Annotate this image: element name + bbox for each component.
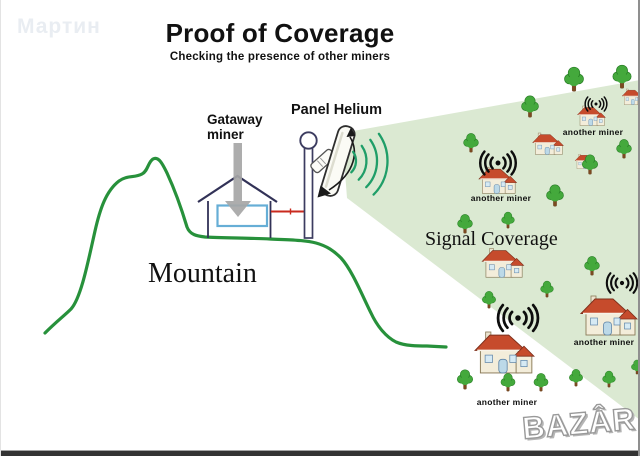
mountain-curve [43, 156, 448, 349]
bottom-border [0, 451, 640, 456]
signal-coverage-label: Signal Coverage [425, 228, 558, 250]
tree-icon [533, 373, 549, 392]
another-miner-label: another miner [573, 336, 635, 347]
gateway-arrow-icon [225, 143, 251, 217]
miner-house [474, 331, 535, 374]
page-title: Proof of Coverage [165, 18, 395, 48]
watermark: Мартин [17, 15, 101, 38]
tree-icon [564, 66, 584, 92]
another-miner-label: another miner [562, 126, 624, 137]
antenna-mast [299, 131, 318, 239]
another-miner-label: another miner [476, 396, 538, 407]
mast-top-cap [299, 131, 318, 150]
right-border [638, 0, 640, 456]
left-border [0, 0, 1, 456]
panel-helium-label: Panel Helium [291, 102, 383, 118]
gateway-miner-label: Gataway miner [207, 112, 263, 142]
antenna-dish-icon [320, 125, 356, 197]
mountain-label: Mountain [148, 258, 257, 289]
tree-icon [500, 373, 516, 392]
broadcast-arcs-icon [350, 132, 389, 196]
header: Proof of Coverage Checking the presence … [130, 19, 430, 63]
page-subtitle: Checking the presence of other miners [169, 50, 391, 63]
tree-icon [457, 369, 473, 390]
bottom-border-highlight [0, 450, 640, 451]
rotation-arrow-icon [317, 127, 356, 198]
another-miner-label: another miner [470, 192, 532, 203]
